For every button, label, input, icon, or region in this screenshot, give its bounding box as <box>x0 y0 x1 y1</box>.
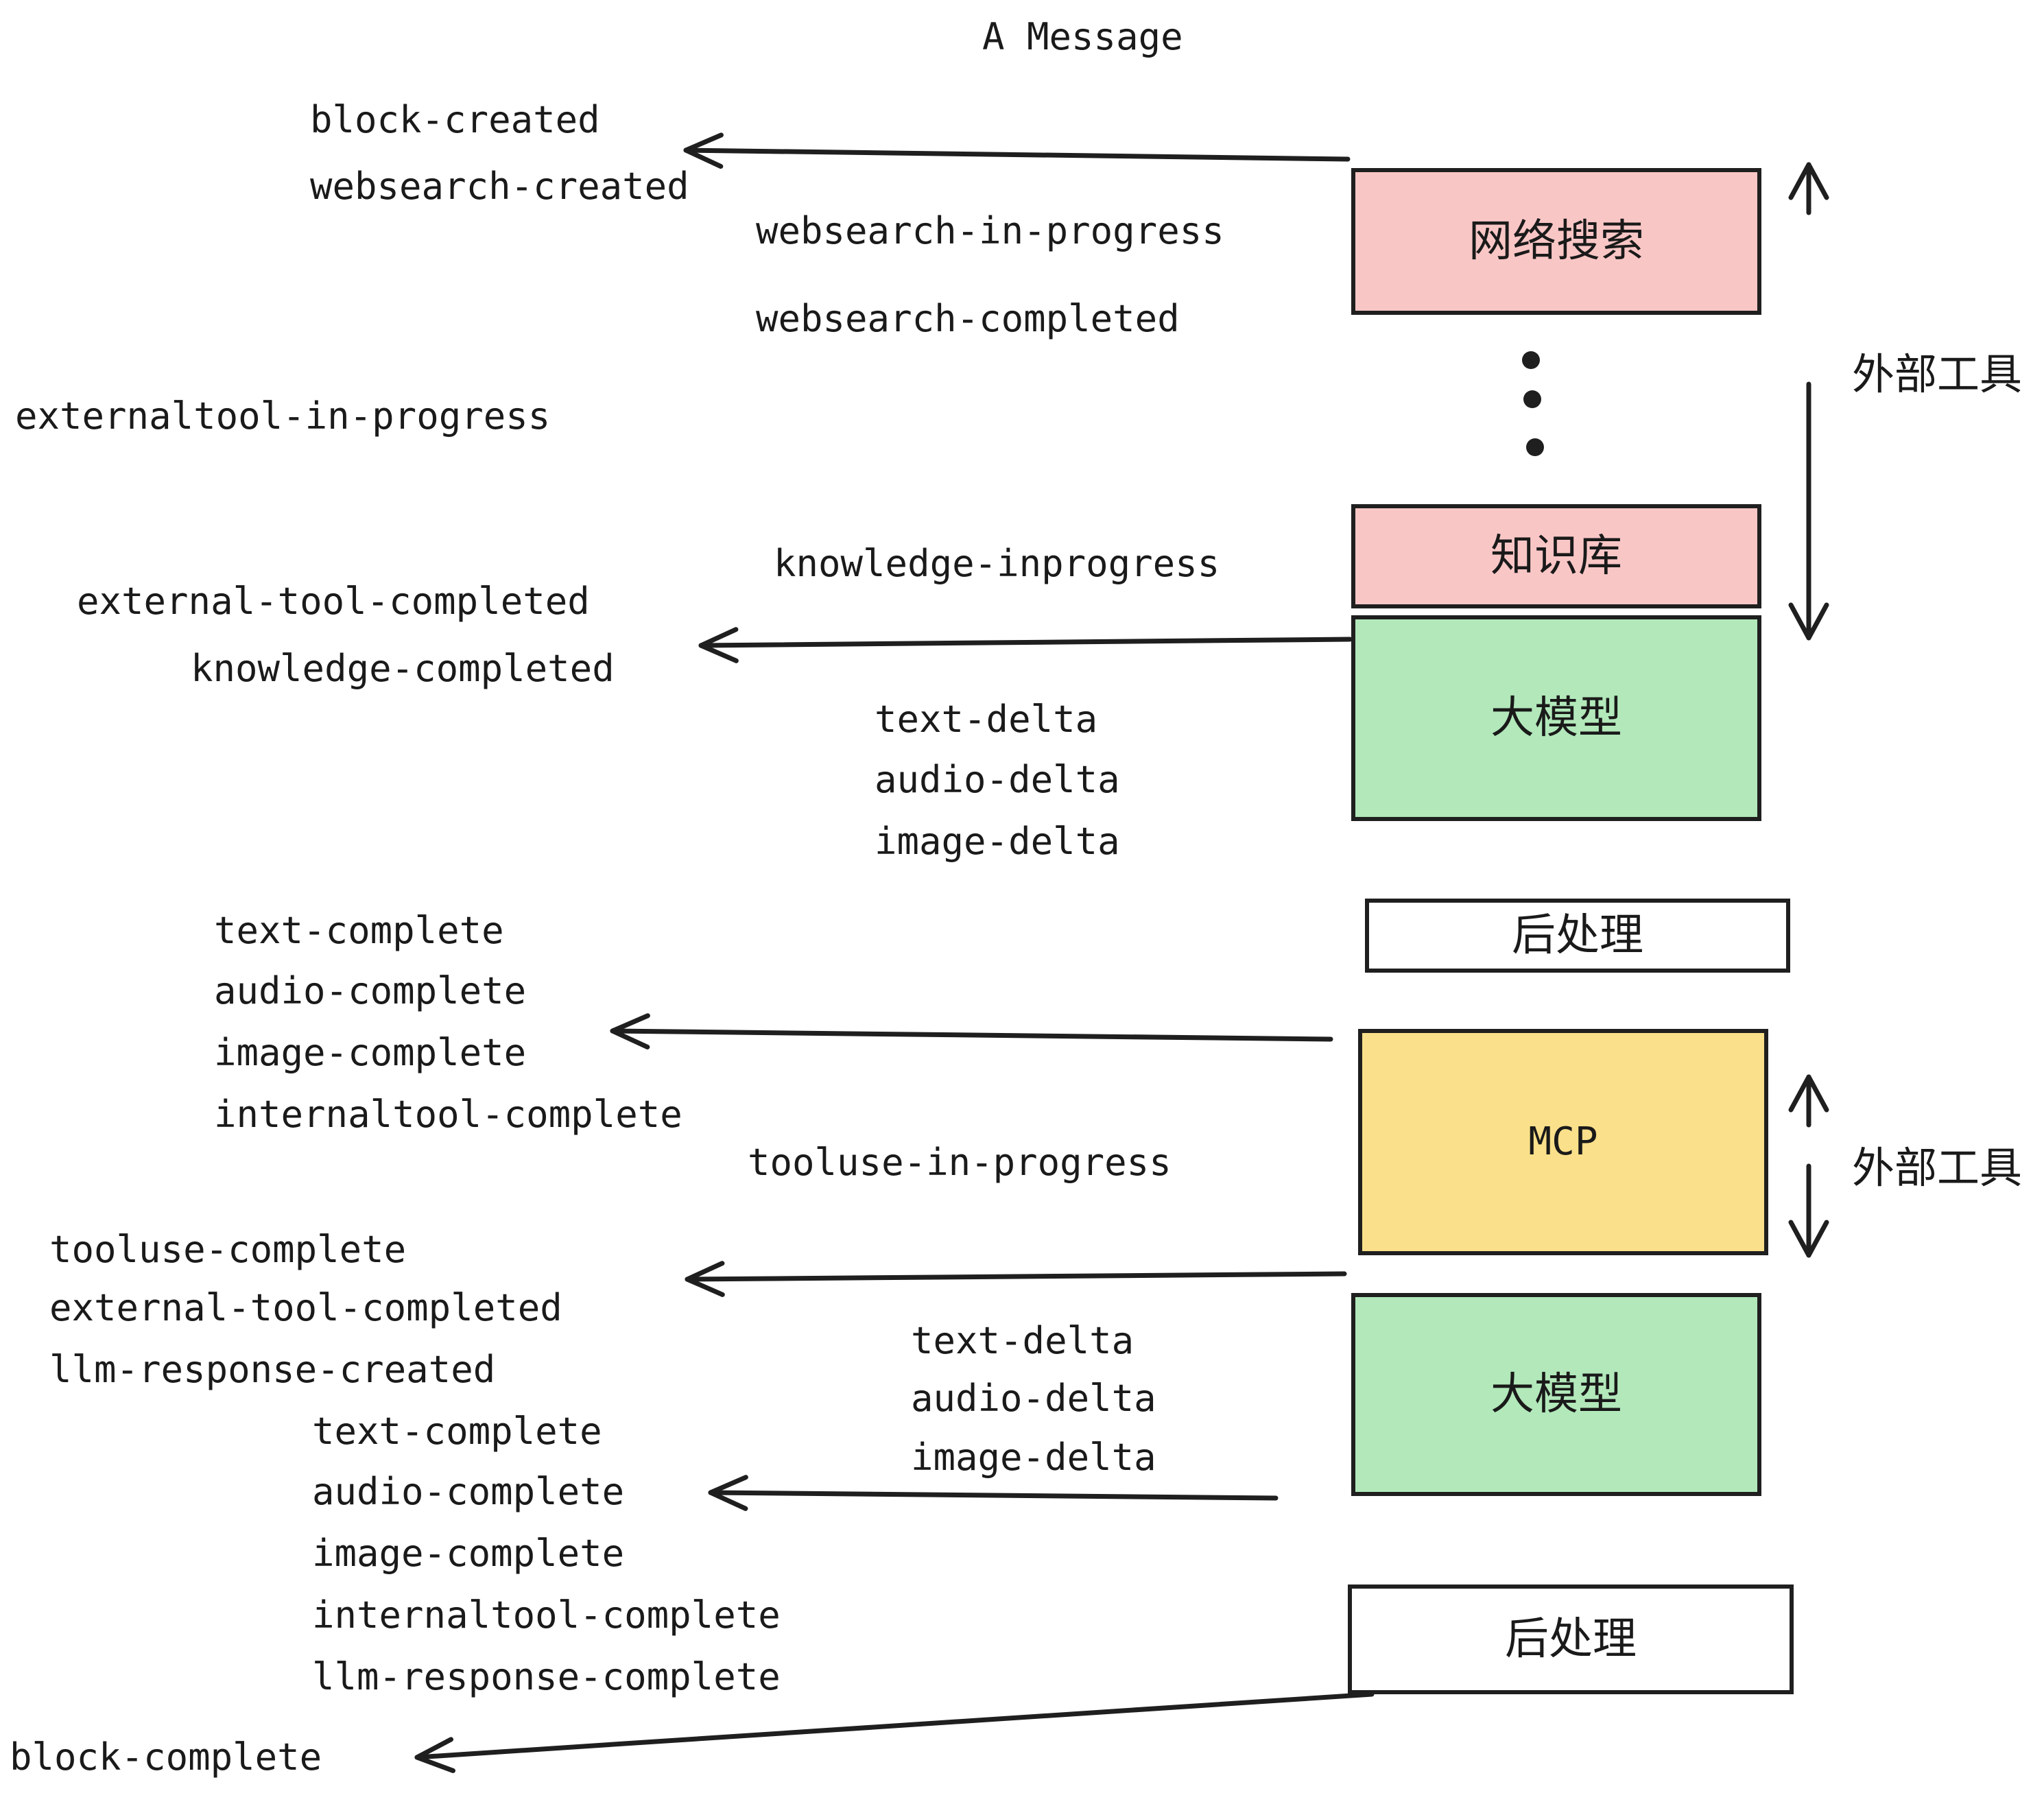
event-label-image-complete-2: image-complete <box>312 1532 625 1575</box>
event-label-websearch-created: websearch-created <box>310 165 689 208</box>
event-label-audio-delta-2: audio-delta <box>911 1377 1156 1420</box>
event-label-websearch-in-progress: websearch-in-progress <box>756 209 1224 252</box>
arrow-block-complete <box>414 1692 1375 1773</box>
node-box-knowledge[interactable]: 知识库 <box>1351 504 1761 608</box>
event-label-internaltool-complete-2: internaltool-complete <box>312 1593 781 1637</box>
event-label-block-created: block-created <box>310 98 600 141</box>
external-tools-bottom-up <box>1788 1074 1829 1128</box>
event-label-audio-delta-1: audio-delta <box>875 758 1120 801</box>
event-label-externaltool-in-progress: externaltool-in-progress <box>15 394 551 438</box>
event-label-text-complete-1: text-complete <box>214 909 504 952</box>
event-label-websearch-completed: websearch-completed <box>756 297 1180 340</box>
event-label-llm-response-created: llm-response-created <box>49 1348 496 1391</box>
event-label-tooluse-in-progress: tooluse-in-progress <box>748 1141 1172 1184</box>
event-label-llm-response-complete: llm-response-complete <box>312 1655 781 1698</box>
node-box-llm-1[interactable]: 大模型 <box>1351 615 1761 821</box>
node-label-llm-1: 大模型 <box>1490 693 1622 744</box>
external-tools-bottom-down <box>1788 1163 1829 1258</box>
node-label-postprocess-1: 后处理 <box>1512 910 1643 961</box>
event-label-audio-complete-1: audio-complete <box>214 969 527 1012</box>
ellipsis-dot-3 <box>1526 438 1544 456</box>
node-box-postprocess-1[interactable]: 后处理 <box>1365 899 1790 973</box>
node-label-postprocess-2: 后处理 <box>1505 1614 1637 1665</box>
node-label-llm-2: 大模型 <box>1490 1369 1622 1420</box>
external-tools-top-down <box>1788 381 1829 641</box>
event-label-image-delta-2: image-delta <box>911 1436 1156 1479</box>
arrow-knowledge-completed <box>698 627 1353 663</box>
event-label-audio-complete-2: audio-complete <box>312 1470 625 1513</box>
event-label-image-complete-1: image-complete <box>214 1031 527 1074</box>
event-label-tooluse-complete: tooluse-complete <box>49 1228 407 1271</box>
node-label-websearch: 网络搜索 <box>1469 216 1644 267</box>
node-box-websearch[interactable]: 网络搜索 <box>1351 168 1761 315</box>
node-box-postprocess-2[interactable]: 后处理 <box>1348 1585 1794 1694</box>
arrow-websearch-created <box>683 132 1351 169</box>
event-label-block-complete: block-complete <box>10 1735 322 1779</box>
diagram-title: A Message <box>982 15 1183 58</box>
event-label-knowledge-completed: knowledge-completed <box>191 647 615 690</box>
event-label-text-complete-2: text-complete <box>312 1410 602 1453</box>
node-box-llm-2[interactable]: 大模型 <box>1351 1293 1761 1496</box>
event-label-knowledge-inprogress: knowledge-inprogress <box>774 542 1220 585</box>
event-label-internaltool-complete-1: internaltool-complete <box>214 1093 682 1136</box>
event-label-external-tool-completed-1: external-tool-completed <box>77 580 590 623</box>
side-label-external-tools-bottom: 外部工具 <box>1852 1143 2023 1193</box>
event-label-image-delta-1: image-delta <box>875 820 1120 863</box>
node-label-mcp: MCP <box>1528 1119 1598 1164</box>
arrow-image-complete <box>610 1013 1333 1049</box>
external-tools-top-up <box>1788 162 1829 215</box>
event-label-text-delta-1: text-delta <box>875 698 1098 741</box>
event-label-text-delta-2: text-delta <box>911 1319 1134 1362</box>
event-label-external-tool-completed-2: external-tool-completed <box>49 1286 562 1329</box>
ellipsis-dot-1 <box>1522 351 1540 369</box>
ellipsis-dot-2 <box>1523 390 1541 408</box>
node-label-knowledge: 知识库 <box>1490 531 1622 582</box>
arrow-external-tool-done <box>685 1261 1347 1297</box>
side-label-external-tools-top: 外部工具 <box>1852 349 2023 399</box>
node-box-mcp[interactable]: MCP <box>1358 1029 1768 1255</box>
arrow-audio-complete <box>708 1475 1279 1511</box>
